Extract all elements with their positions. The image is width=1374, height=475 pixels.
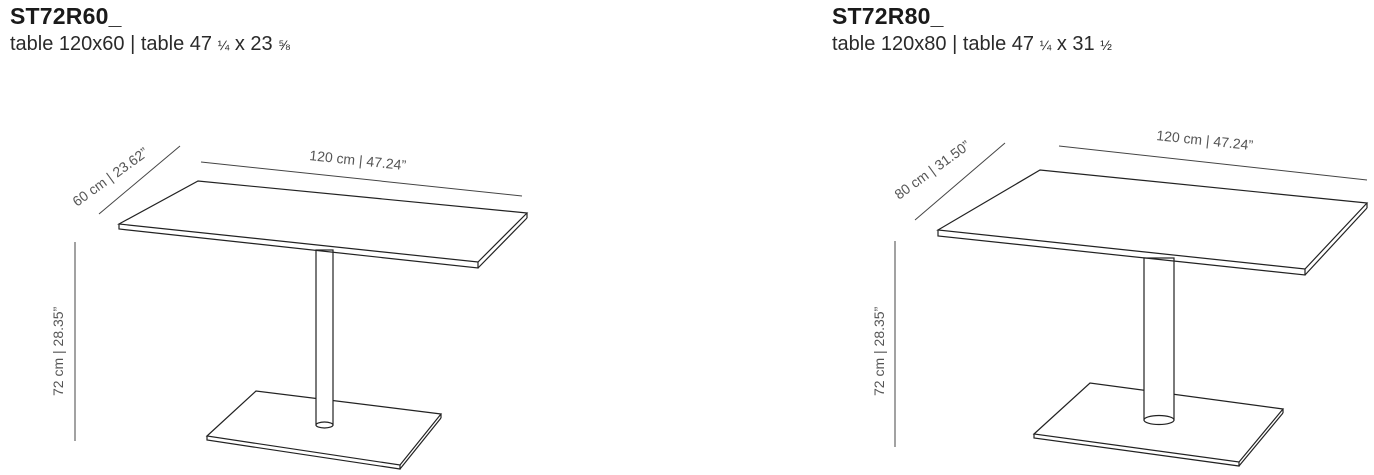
- table-drawing-1: 120 cm | 47.24” 60 cm | 23.62” 72 cm | 2…: [50, 144, 529, 470]
- desc-metric-1: table 120x60: [10, 33, 125, 55]
- table-drawing-2: 120 cm | 47.24” 80 cm | 31.50” 72 cm | 2…: [871, 127, 1369, 467]
- depth-dimension-label-1: 60 cm | 23.62”: [69, 144, 151, 210]
- desc-separator-2: |: [952, 33, 958, 55]
- table-top-1: [117, 180, 529, 269]
- product-code-2: ST72R80_: [832, 3, 944, 29]
- desc-imperial-1: table 47: [140, 33, 218, 55]
- x-separator-1: x 23: [229, 33, 279, 55]
- depth-fraction-2: ½: [1100, 37, 1112, 53]
- width-dimension-label-2: 120 cm | 47.24”: [1156, 127, 1254, 153]
- depth-dimension-line-2: [914, 142, 1006, 221]
- product-description-2: table 120x80 | table 47 ¼ x 31 ½: [832, 33, 1112, 56]
- width-dimension-line-2: [1058, 145, 1368, 181]
- width-dimension-line-1: [200, 161, 523, 197]
- table-column-2: [1143, 257, 1175, 426]
- desc-separator-1: |: [130, 33, 136, 55]
- height-dimension-label-2: 72 cm | 28.35”: [871, 306, 887, 396]
- product-code-1: ST72R60_: [10, 3, 122, 29]
- desc-imperial-2: table 47: [962, 33, 1040, 55]
- depth-dimension-label-2: 80 cm | 31.50”: [891, 137, 973, 203]
- table-column-1: [315, 249, 334, 429]
- desc-metric-2: table 120x80: [832, 33, 947, 55]
- depth-dimension-line-1: [98, 145, 181, 215]
- product-description-1: table 120x60 | table 47 ¼ x 23 ⅝: [10, 33, 290, 56]
- depth-fraction-1: ⅝: [278, 37, 290, 53]
- height-dimension-label-1: 72 cm | 28.35”: [50, 306, 66, 396]
- table-top-2: [936, 169, 1369, 276]
- table-base-1: [205, 390, 443, 470]
- width-fraction-2: ¼: [1039, 37, 1052, 53]
- width-dimension-label-1: 120 cm | 47.24”: [309, 147, 407, 173]
- x-separator-2: x 31: [1051, 33, 1101, 55]
- table-base-2: [1032, 382, 1285, 467]
- width-fraction-1: ¼: [217, 37, 230, 53]
